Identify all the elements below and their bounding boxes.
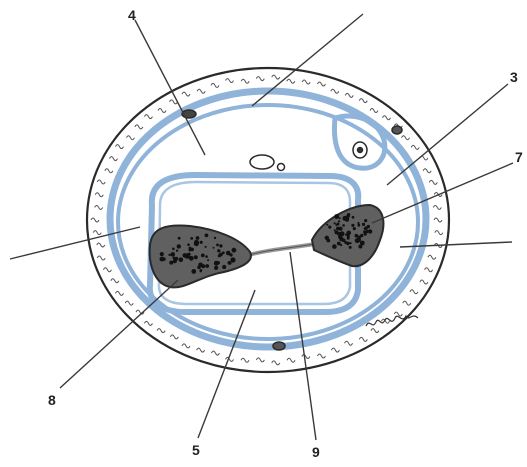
texture-speckle — [172, 248, 175, 251]
texture-speckle — [336, 227, 340, 231]
texture-speckle — [334, 214, 339, 219]
texture-speckle — [346, 217, 350, 221]
texture-speckle — [187, 253, 190, 256]
texture-speckle — [326, 224, 328, 226]
label-9: 9 — [312, 444, 320, 460]
texture-speckle — [213, 247, 215, 249]
texture-speckle — [338, 220, 340, 222]
texture-speckle — [160, 252, 164, 256]
texture-speckle — [194, 255, 198, 259]
texture-speckle — [342, 239, 346, 243]
texture-speckle — [349, 242, 351, 244]
texture-speckle — [337, 232, 341, 236]
outer-boundary — [87, 68, 449, 372]
texture-speckle — [328, 226, 331, 229]
texture-speckle — [326, 239, 330, 243]
texture-speckle — [229, 262, 232, 265]
texture-speckle — [357, 224, 360, 227]
right-duct-dot — [358, 148, 363, 153]
texture-speckle — [189, 248, 192, 251]
texture-speckle — [332, 244, 337, 249]
texture-speckle — [347, 213, 350, 216]
texture-speckle — [178, 237, 181, 240]
texture-speckle — [230, 257, 235, 262]
texture-speckle — [217, 261, 220, 264]
texture-speckle — [366, 231, 368, 233]
texture-speckle — [205, 234, 209, 238]
texture-speckle — [219, 244, 222, 247]
texture-speckle — [226, 251, 231, 256]
texture-speckle — [200, 270, 202, 272]
texture-speckle — [207, 259, 209, 261]
texture-speckle — [339, 217, 341, 219]
label-3: 3 — [510, 69, 518, 85]
texture-speckle — [217, 249, 220, 252]
texture-speckle — [169, 261, 173, 265]
texture-speckle — [222, 265, 226, 269]
label-5: 5 — [192, 442, 200, 458]
texture-speckle — [337, 223, 340, 226]
label-8: 8 — [48, 392, 56, 408]
texture-speckle — [198, 263, 203, 268]
texture-speckle — [353, 227, 356, 230]
texture-speckle — [187, 243, 190, 246]
texture-speckle — [358, 236, 361, 239]
texture-speckle — [183, 253, 188, 258]
texture-speckle — [196, 236, 200, 240]
bottom-nerve — [273, 342, 285, 350]
label-4: 4 — [128, 7, 136, 23]
texture-speckle — [200, 241, 203, 244]
texture-speckle — [358, 245, 362, 249]
texture-speckle — [352, 216, 355, 219]
texture-speckle — [232, 248, 237, 253]
texture-speckle — [214, 237, 216, 239]
texture-speckle — [346, 231, 351, 236]
texture-speckle — [219, 253, 223, 257]
texture-speckle — [214, 266, 218, 270]
texture-speckle — [160, 257, 165, 262]
texture-speckle — [190, 237, 193, 240]
texture-speckle — [176, 250, 178, 252]
texture-speckle — [364, 219, 367, 222]
texture-speckle — [194, 240, 199, 245]
texture-speckle — [364, 226, 366, 228]
texture-speckle — [177, 244, 181, 248]
texture-speckle — [171, 252, 176, 257]
texture-speckle — [205, 255, 208, 258]
central-vessel-small — [278, 164, 285, 171]
texture-speckle — [205, 246, 207, 248]
texture-speckle — [351, 224, 354, 227]
texture-speckle — [179, 257, 184, 262]
texture-speckle — [357, 222, 359, 224]
texture-speckle — [340, 244, 342, 246]
texture-speckle — [368, 229, 372, 233]
texture-speckle — [362, 223, 365, 226]
texture-speckle — [216, 244, 219, 247]
texture-speckle — [334, 222, 336, 224]
texture-speckle — [342, 224, 345, 227]
texture-speckle — [349, 246, 352, 249]
texture-speckle — [189, 256, 194, 261]
texture-speckle — [347, 237, 350, 240]
central-vessel — [250, 155, 274, 169]
texture-speckle — [201, 254, 205, 258]
label-7: 7 — [515, 149, 523, 165]
texture-speckle — [191, 269, 196, 274]
right-nerve — [392, 126, 402, 134]
texture-speckle — [205, 264, 209, 268]
texture-speckle — [168, 254, 170, 256]
texture-speckle — [173, 259, 177, 263]
